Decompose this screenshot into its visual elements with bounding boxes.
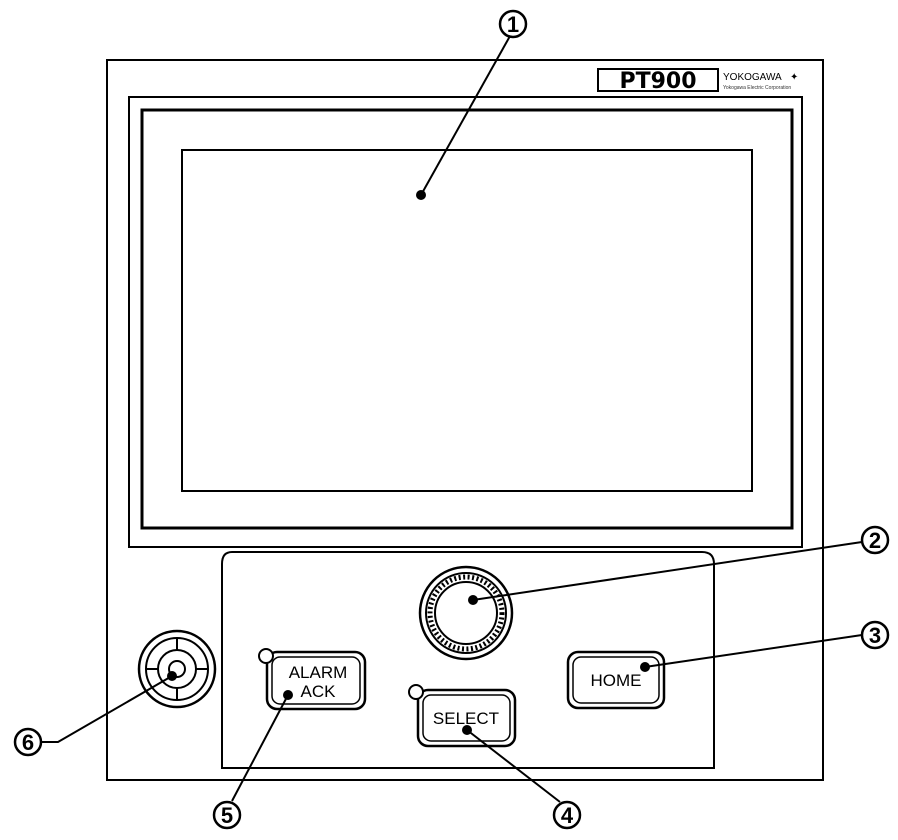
leader-dot-2 [468,595,478,605]
leader-line-4 [466,729,561,803]
callout-5: 5 [212,800,242,830]
svg-text:3: 3 [869,623,881,648]
logo-tagline: Yokogawa Electric Corporation [723,85,791,91]
leader-dot-3 [640,662,650,672]
logo-brand-mark-icon: ✦ [790,72,798,83]
logo-model-box [597,68,719,92]
callout-6: 6 [13,727,43,757]
select-label: SELECT [433,709,499,728]
alarm-ack-label-line1: ALARM [289,663,348,682]
callout-4: 4 [552,800,582,830]
callout-3: 3 [860,620,890,650]
svg-text:6: 6 [22,730,34,755]
svg-text:2: 2 [869,528,881,553]
alarm-ack-button[interactable]: ALARM ACK [258,648,367,711]
leader-dot-1 [416,190,426,200]
callout-2: 2 [860,525,890,555]
leader-line-3 [644,634,863,668]
knob-grip-ring [427,574,505,652]
display-screen[interactable] [181,149,753,492]
leader-dot-5 [283,690,293,700]
select-button[interactable]: SELECT [408,684,517,748]
svg-text:5: 5 [221,803,233,828]
alarm-ack-led-icon [258,648,274,664]
logo-plate: PT900 YOKOGAWA ✦ Yokogawa Electric Corpo… [597,68,798,94]
leader-line-2 [472,541,863,601]
leader-dots [167,190,650,735]
logo-model: PT900 [619,69,696,94]
leader-dot-6 [167,671,177,681]
logo-brand: YOKOGAWA [723,72,782,83]
select-led-icon [408,684,424,700]
svg-text:1: 1 [507,12,519,37]
buzzer-icon [137,629,217,709]
alarm-ack-label-line2: ACK [301,682,337,701]
leader-line-6 [42,675,173,743]
leader-dot-4 [462,725,472,735]
home-button[interactable]: HOME [566,650,666,710]
svg-text:4: 4 [561,803,574,828]
leader-line-1 [420,35,511,196]
leader-line-5 [231,694,289,802]
rotary-knob[interactable] [418,565,514,661]
leader-lines [42,35,863,803]
callout-1: 1 [498,9,528,39]
home-label: HOME [591,671,642,690]
